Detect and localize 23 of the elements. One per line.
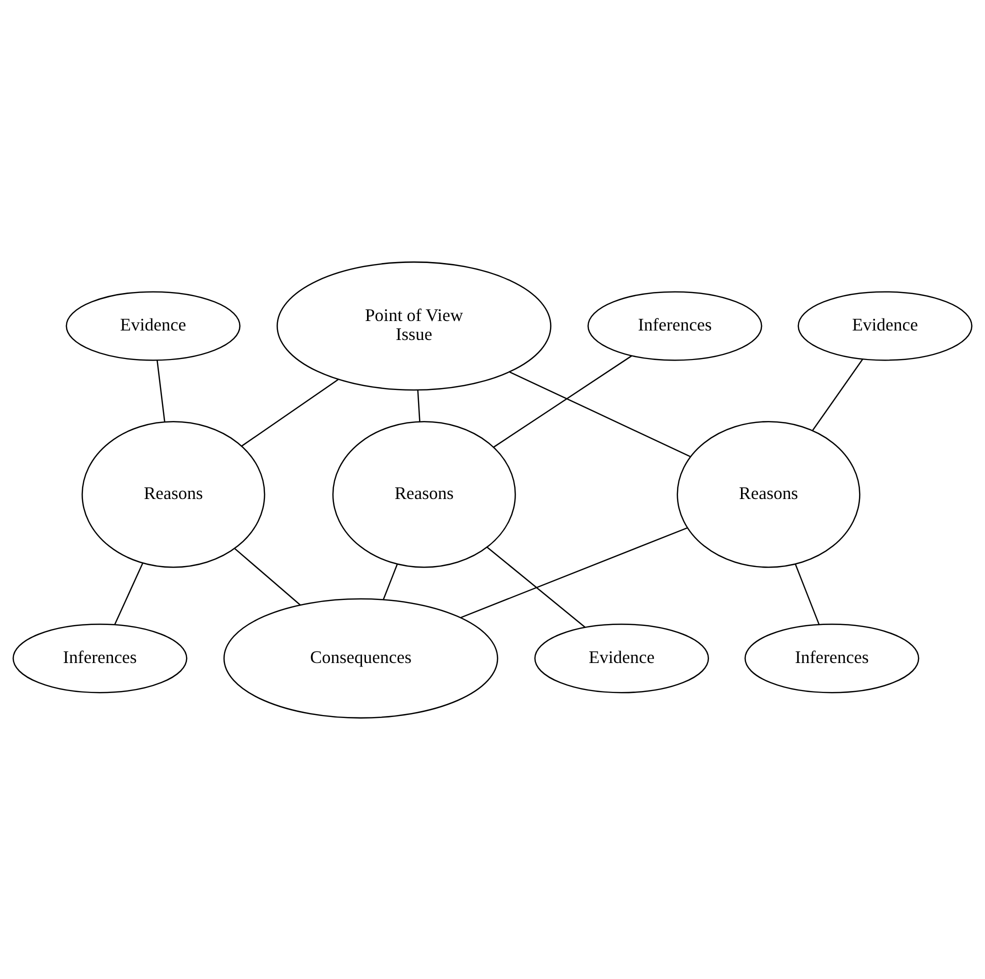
node-ellipse: Reasons <box>82 420 266 568</box>
node-ellipse: Consequences <box>223 598 498 718</box>
node-ellipse: Inferences <box>12 623 188 693</box>
node-ellipse: Evidence <box>798 290 972 360</box>
connector <box>509 370 691 457</box>
node-ellipse: Point of View Issue <box>276 260 552 390</box>
node-ellipse: Evidence <box>534 623 710 693</box>
connector <box>382 563 398 600</box>
connector <box>417 389 420 421</box>
node-ellipse: Evidence <box>66 290 240 360</box>
connector <box>493 354 632 448</box>
connector <box>242 378 339 446</box>
connector <box>234 548 301 605</box>
connector <box>812 358 864 430</box>
connector <box>794 563 820 624</box>
node-ellipse: Inferences <box>587 290 762 360</box>
connector <box>460 526 688 618</box>
node-ellipse: Reasons <box>676 420 860 568</box>
node-ellipse: Inferences <box>744 623 920 693</box>
node-ellipse: Reasons <box>332 420 516 568</box>
connector <box>486 546 586 628</box>
connector <box>156 360 166 422</box>
connector <box>114 562 144 624</box>
